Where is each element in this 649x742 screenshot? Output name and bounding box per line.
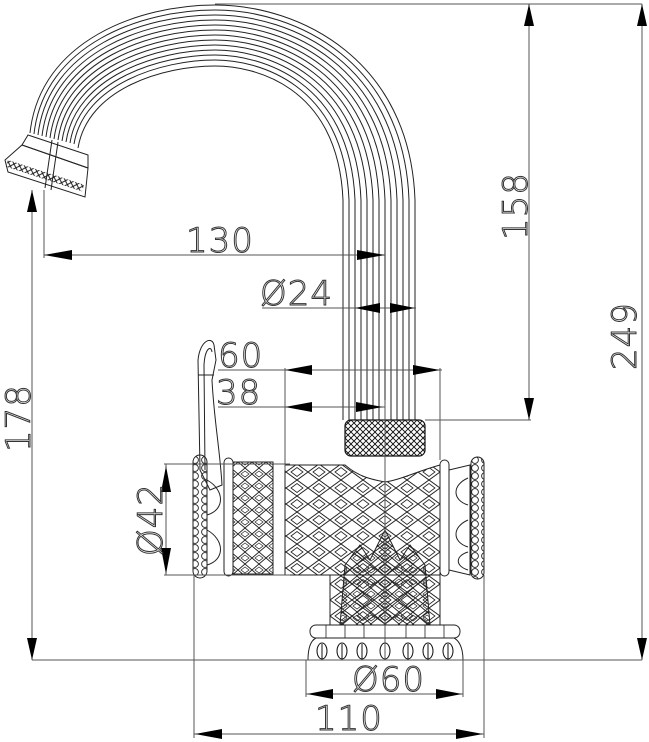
dimension-label-249: 249 xyxy=(605,302,645,370)
spout-arc xyxy=(29,4,416,420)
dimension-spout-reach: 130 xyxy=(43,190,385,262)
spout-nozzle xyxy=(4,134,89,198)
body-left-cap xyxy=(192,454,274,579)
dimension-body-diameter: Ø42 xyxy=(131,463,290,576)
dimension-label-d24: Ø24 xyxy=(260,274,333,314)
body-right-cap xyxy=(439,456,485,580)
dimension-label-60: 60 xyxy=(218,336,263,376)
dimension-handle-offsets: 60 38 xyxy=(216,336,442,470)
dimension-label-178: 178 xyxy=(0,384,39,452)
dimension-label-158: 158 xyxy=(496,172,536,240)
dimension-label-38: 38 xyxy=(216,373,261,413)
dimension-label-d42: Ø42 xyxy=(131,483,171,556)
dimension-label-130: 130 xyxy=(186,221,254,261)
dimension-total-height: 249 xyxy=(215,3,647,660)
dimension-base-diameter: Ø60 xyxy=(305,660,464,701)
dimension-label-110: 110 xyxy=(315,699,383,739)
dimension-outlet-height: 178 xyxy=(0,190,642,661)
dimension-spout-height: 158 xyxy=(425,4,537,421)
dimension-total-width: 110 xyxy=(193,575,485,740)
lever-handle xyxy=(197,340,223,491)
dimension-tube-diameter: Ø24 xyxy=(260,274,416,315)
dimension-label-d60: Ø60 xyxy=(352,660,425,700)
